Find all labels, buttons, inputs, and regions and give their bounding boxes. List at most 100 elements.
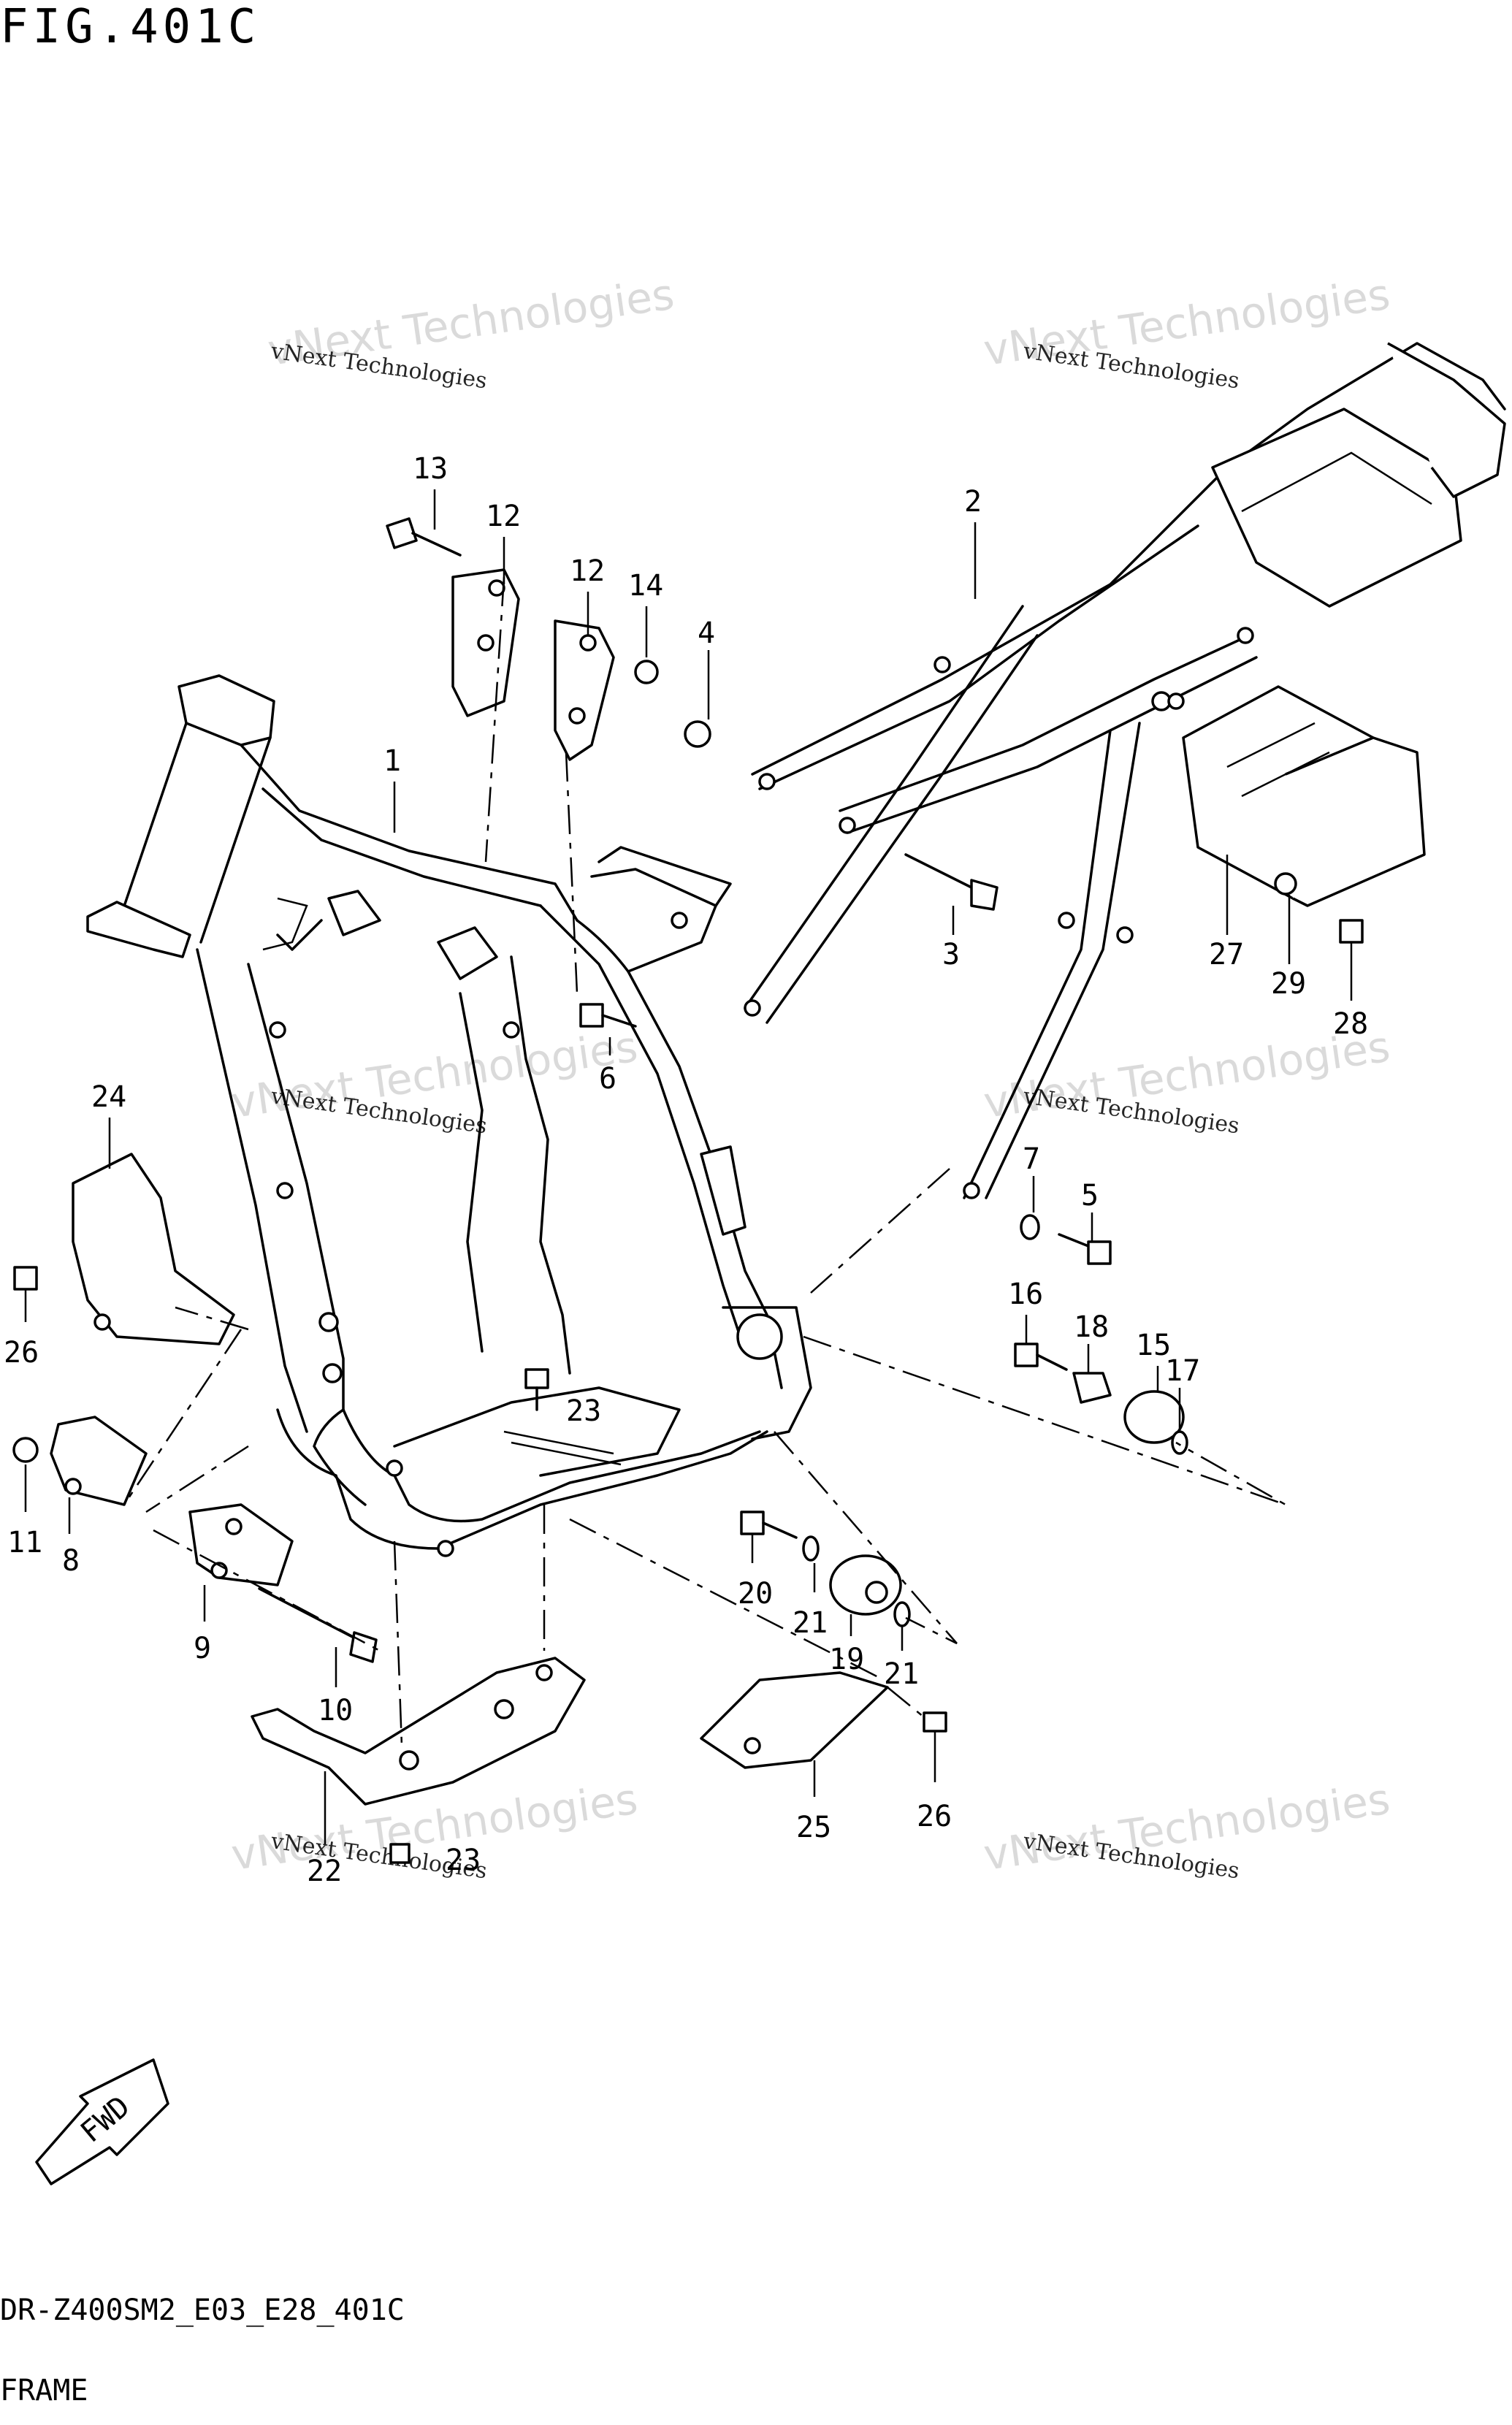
bolt-23a-head — [524, 1368, 549, 1389]
assembly-line — [887, 1687, 928, 1721]
callout-17: 17 — [1165, 1354, 1200, 1388]
bolt-hole — [839, 817, 856, 834]
rear-tail-bracket — [1387, 342, 1506, 498]
bolt-hole — [535, 1664, 553, 1681]
center-upright-inner — [459, 992, 484, 1353]
rear-upright-right — [539, 904, 747, 1353]
bolt-hole — [568, 707, 586, 725]
leader-lines — [24, 489, 1353, 1844]
plate-9-drawing — [188, 1503, 294, 1586]
cradle-bend — [313, 1408, 367, 1506]
callout-24: 24 — [91, 1080, 126, 1114]
callout-28: 28 — [1333, 1007, 1368, 1041]
nut-4-drawing — [684, 720, 711, 748]
bolt-hole — [1058, 912, 1075, 929]
washer-21b-drawing — [893, 1601, 911, 1627]
top-tube-lower — [261, 787, 542, 907]
callout-23b: 23 — [446, 1844, 481, 1877]
main-frame-drawing — [86, 674, 812, 1557]
callout-29: 29 — [1271, 967, 1306, 1001]
bolt-3-shank — [904, 853, 980, 893]
bolt-20-head — [740, 1511, 765, 1535]
assembly-line — [393, 1540, 403, 1746]
bolt-hole — [225, 1518, 243, 1535]
bolt-20-shank — [762, 1521, 798, 1539]
bolt-hole — [399, 1750, 419, 1771]
bolt-13-head — [386, 517, 418, 549]
callout-5: 5 — [1081, 1179, 1099, 1212]
callout-26b: 26 — [917, 1800, 952, 1833]
top-bracket-plate — [597, 846, 732, 907]
callout-11: 11 — [7, 1526, 42, 1559]
bolt-hole — [64, 1478, 82, 1495]
assembly-line — [484, 576, 505, 863]
top-tube-upper — [240, 744, 579, 922]
steering-head — [177, 674, 275, 746]
assembly-line — [123, 1329, 243, 1505]
callout-9: 9 — [194, 1632, 211, 1665]
model-code: DR-Z400SM2_E03_E28_401C — [0, 2294, 405, 2327]
head-lug — [86, 901, 191, 958]
bolt-hole — [93, 1313, 111, 1331]
callout-22: 22 — [307, 1855, 342, 1888]
callout-8: 8 — [62, 1544, 80, 1578]
bolt-hole — [322, 1363, 343, 1383]
bolt-16-head — [1014, 1343, 1039, 1367]
assembly-line — [145, 1445, 249, 1513]
bushing-19-bore — [865, 1581, 888, 1604]
callout-4: 4 — [698, 616, 715, 650]
callout-16: 16 — [1008, 1278, 1043, 1311]
bolt-hole — [1237, 627, 1254, 644]
callout-3: 3 — [942, 938, 960, 971]
small-parts — [12, 517, 1426, 1864]
top-bracket — [590, 868, 717, 973]
subframe-rear-strut-inner — [985, 722, 1141, 1199]
callout-15: 15 — [1136, 1329, 1171, 1362]
bolt-hole — [671, 912, 688, 929]
callout-10: 10 — [318, 1694, 353, 1727]
callout-23a: 23 — [566, 1394, 601, 1428]
bolt-10-head — [349, 1631, 378, 1663]
bolt-hole — [744, 1737, 761, 1754]
callout-18: 18 — [1074, 1310, 1109, 1344]
lower-cradle-rear — [342, 1408, 761, 1523]
assembly-line — [810, 1168, 950, 1294]
subframe-upper-rail — [751, 342, 1506, 776]
plate-8-drawing — [50, 1416, 148, 1506]
assembly-line — [153, 1529, 381, 1652]
pivot-boss — [736, 1313, 783, 1360]
steering-head-tube — [115, 722, 272, 944]
callout-12b: 12 — [570, 554, 605, 588]
bolt-hole — [503, 1021, 520, 1039]
washer-7-drawing — [1020, 1214, 1040, 1240]
callout-6: 6 — [599, 1062, 616, 1096]
bracket-12b-drawing — [554, 619, 615, 761]
ecu-27-cover — [1285, 736, 1426, 907]
bolt-hole — [386, 1459, 403, 1477]
bolt-hole — [276, 1182, 294, 1199]
subframe-lower-rail-inner — [846, 656, 1258, 834]
assembly-line — [565, 752, 579, 994]
bolt-26a-head — [13, 1266, 38, 1291]
callout-12a: 12 — [486, 500, 521, 533]
assembly-line — [569, 1518, 885, 1681]
bolt-hole — [744, 999, 761, 1017]
bolt-hole — [963, 1182, 980, 1199]
rear-subframe-drawing — [744, 342, 1506, 1199]
bolt-hole — [1116, 926, 1134, 944]
guard-24-drawing — [72, 1153, 235, 1345]
bushing-19-drawing — [829, 1554, 902, 1616]
bolt-hole — [1167, 692, 1185, 710]
fwd-arrow: FWD — [35, 2058, 169, 2185]
nut-11-drawing — [12, 1437, 39, 1463]
engine-mount-boss — [327, 890, 381, 936]
bolt-hole — [494, 1699, 514, 1719]
bolt-23b-head — [389, 1843, 411, 1864]
callout-20: 20 — [738, 1577, 773, 1611]
assembly-line — [175, 1306, 249, 1331]
bolt-hole — [318, 1312, 339, 1332]
washer-21a-drawing — [802, 1535, 820, 1562]
callout-14: 14 — [628, 569, 663, 603]
